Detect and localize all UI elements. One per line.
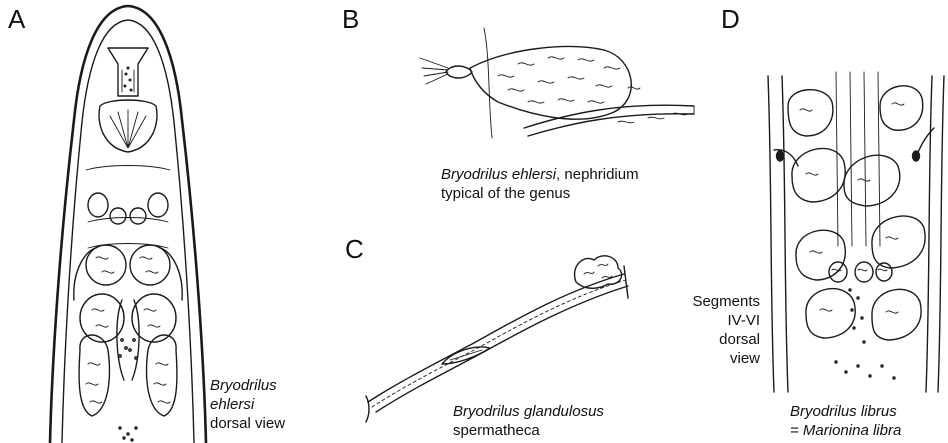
panel-c-structure: spermatheca	[453, 421, 604, 440]
panel-c-caption: Bryodrilus glandulosus spermatheca	[453, 402, 604, 440]
panel-b-note: typical of the genus	[441, 184, 639, 203]
panel-a-species-genus: Bryodrilus	[210, 377, 277, 394]
panel-c-spermatheca-drawing	[362, 252, 634, 422]
panel-d-caption: Bryodrilus librus = Marionina libra	[790, 402, 901, 440]
panel-b-structure: , nephridium	[556, 166, 639, 183]
panel-d-side-label: Segments IV-VI dorsal view	[672, 292, 760, 368]
panel-a-view: dorsal view	[210, 414, 285, 433]
panel-c-species: Bryodrilus glandulosus	[453, 403, 604, 420]
panel-a-species-epithet: ehlersi	[210, 396, 254, 413]
panel-d-view-line1: dorsal	[672, 330, 760, 349]
panel-d-species: Bryodrilus librus	[790, 403, 897, 420]
panel-d-segments-drawing	[766, 66, 946, 392]
panel-b-nephridium-drawing	[418, 28, 698, 148]
panel-d-synonym: = Marionina libra	[790, 422, 901, 439]
panel-b-caption: Bryodrilus ehlersi, nephridium typical o…	[441, 165, 639, 203]
panel-a-worm-drawing	[38, 0, 218, 443]
panel-label-b: B	[342, 6, 359, 32]
panel-d-segments-range: IV-VI	[672, 311, 760, 330]
panel-d-segments-label: Segments	[672, 292, 760, 311]
panel-label-d: D	[721, 6, 740, 32]
panel-label-c: C	[345, 236, 364, 262]
panel-b-species: Bryodrilus ehlersi	[441, 166, 556, 183]
panel-label-a: A	[8, 6, 25, 32]
panel-d-view-line2: view	[672, 349, 760, 368]
panel-a-caption: Bryodrilus ehlersi dorsal view	[210, 376, 285, 433]
